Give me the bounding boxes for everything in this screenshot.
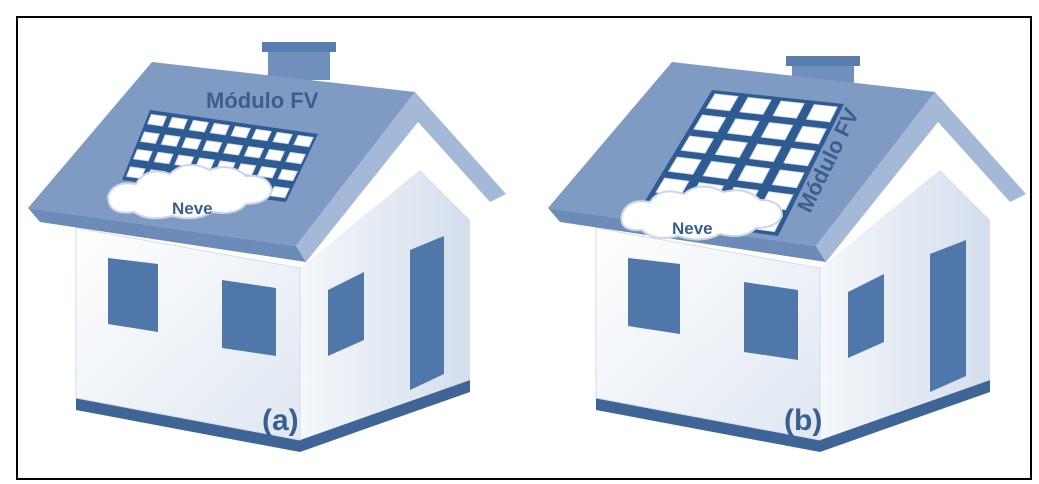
- house-a-caption: (a): [262, 404, 299, 437]
- house-b-pv-cell: [748, 143, 782, 163]
- house-b-base: [596, 380, 990, 452]
- house-b: Neve Módulo FV (b): [548, 56, 1026, 452]
- house-a-pv-cell: [181, 137, 202, 150]
- house-b-pv-cell: [737, 165, 771, 184]
- house-b-pv-cell: [805, 104, 838, 123]
- house-a-roof-edge: [296, 92, 506, 262]
- house-a-window-right: [222, 280, 276, 356]
- house-b-snow-cloud: [620, 185, 784, 241]
- house-a-pv-cell: [243, 146, 265, 159]
- house-a-pv-cell: [132, 148, 153, 162]
- house-b-window-side: [848, 274, 884, 358]
- house-a-pv-cell: [264, 148, 286, 162]
- house-b-pv-cell: [771, 169, 805, 189]
- house-a-chimney-cap: [262, 42, 336, 52]
- house-b-pv-cell: [794, 125, 827, 145]
- house-a-pv-cell: [293, 134, 314, 148]
- house-b-door: [930, 240, 966, 392]
- house-b-caption: (b): [784, 404, 822, 437]
- house-a-snow-cloud: [106, 163, 274, 220]
- house-b-pv-cell: [667, 156, 702, 175]
- house-a-pv-cell: [285, 151, 306, 165]
- house-b-chimney-cap: [786, 56, 860, 66]
- house-a: Neve Módulo FV (a): [28, 42, 506, 452]
- house-b-roof-edge: [816, 92, 1026, 262]
- house-a-pv-cell: [146, 113, 168, 127]
- house-b-window-left: [628, 258, 680, 334]
- house-a-base: [76, 380, 470, 452]
- house-b-pv-cell: [693, 114, 727, 133]
- house-a-pv-cell: [153, 151, 174, 165]
- house-b-pv-cell: [760, 122, 794, 141]
- house-a-pv-cell: [167, 116, 189, 130]
- house-a-pv-cell: [223, 143, 244, 156]
- house-a-roof-front-edge: [28, 208, 306, 262]
- house-a-door: [410, 236, 444, 390]
- house-b-pv-cell: [705, 93, 739, 112]
- house-a-snow-label: Neve: [172, 199, 213, 218]
- house-a-pv-cell: [202, 140, 223, 153]
- house-a-pv-cell: [256, 166, 278, 179]
- house-b-pv-cell: [680, 135, 715, 154]
- house-b-pv-cell: [783, 147, 816, 167]
- house-a-pv-cell: [230, 125, 251, 139]
- house-a-module-label: Módulo FV: [206, 88, 319, 113]
- house-a-pv-cell: [277, 168, 298, 182]
- house-a-window-side: [328, 272, 364, 356]
- house-a-pv-cell: [160, 134, 181, 147]
- house-a-pv-cell: [272, 131, 293, 145]
- house-a-pv-cell: [188, 119, 209, 133]
- house-b-window-right: [744, 282, 798, 360]
- house-b-pv-cell: [726, 118, 760, 137]
- house-b-pv-cell: [772, 100, 805, 119]
- house-b-pv-cell: [739, 97, 772, 115]
- house-a-pv-cell: [209, 122, 230, 136]
- house-a-window-left: [108, 258, 158, 332]
- house-b-snow-label: Neve: [672, 219, 713, 238]
- house-b-pv-cell: [714, 139, 748, 158]
- house-b-pv-cell: [702, 160, 737, 180]
- house-a-pv-cell: [251, 128, 272, 142]
- house-a-pv-cell: [139, 131, 160, 144]
